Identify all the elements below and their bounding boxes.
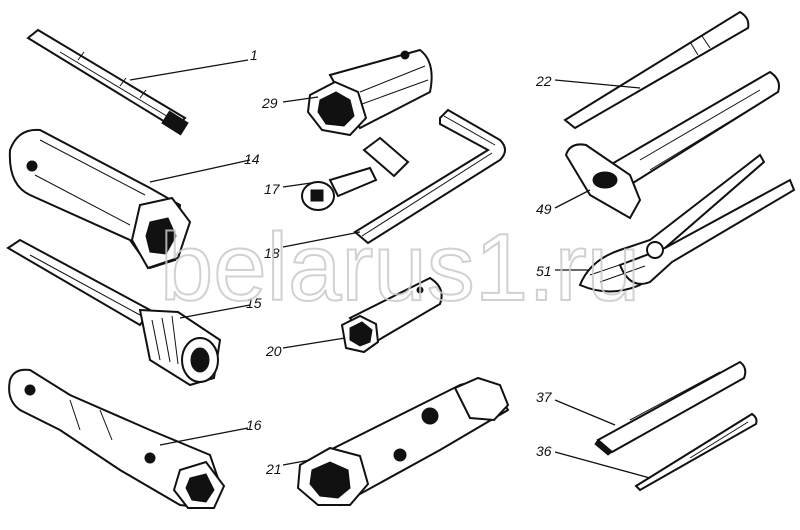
tool-36-centre-punch	[634, 412, 758, 492]
tool-17-key	[301, 136, 410, 211]
label-21: 21	[265, 461, 282, 477]
tool-18-hex-key	[353, 108, 506, 245]
tool-37-chisel	[594, 360, 747, 456]
tool-49-hammer	[564, 70, 780, 220]
label-18: 18	[264, 245, 280, 261]
leader-17	[282, 181, 319, 188]
tool-20-small-socket	[340, 276, 443, 354]
leader-15	[179, 304, 251, 319]
tool-51-pliers	[578, 153, 796, 293]
label-17: 17	[264, 181, 281, 197]
leader-1	[129, 59, 249, 81]
leader-36	[554, 451, 651, 479]
tool-1-rod	[26, 28, 189, 136]
label-16: 16	[246, 417, 262, 433]
tool-29-socket	[306, 48, 433, 137]
label-29: 29	[261, 95, 278, 111]
label-20: 20	[265, 343, 282, 359]
tool-15-socket	[6, 238, 222, 387]
label-49: 49	[536, 201, 552, 217]
tool-21-double-box	[296, 376, 510, 507]
leader-49	[554, 189, 591, 209]
label-1: 1	[250, 47, 258, 63]
leader-14	[149, 159, 251, 183]
leader-20	[282, 337, 346, 349]
label-14: 14	[244, 151, 260, 167]
tool-22-punch	[563, 10, 750, 130]
label-36: 36	[536, 443, 552, 459]
tool-16-double-socket	[8, 368, 226, 510]
leader-21	[282, 459, 311, 466]
leader-22	[554, 79, 641, 89]
label-51: 51	[536, 263, 552, 279]
watermark-text: belarus1.ru	[160, 214, 640, 321]
tool-14-box-spanner	[8, 128, 192, 270]
leader-16	[159, 427, 249, 446]
leader-37	[554, 399, 616, 426]
label-15: 15	[246, 295, 262, 311]
leader-29	[282, 96, 319, 103]
label-37: 37	[536, 389, 553, 405]
label-22: 22	[535, 73, 552, 89]
leader-18	[282, 231, 361, 248]
